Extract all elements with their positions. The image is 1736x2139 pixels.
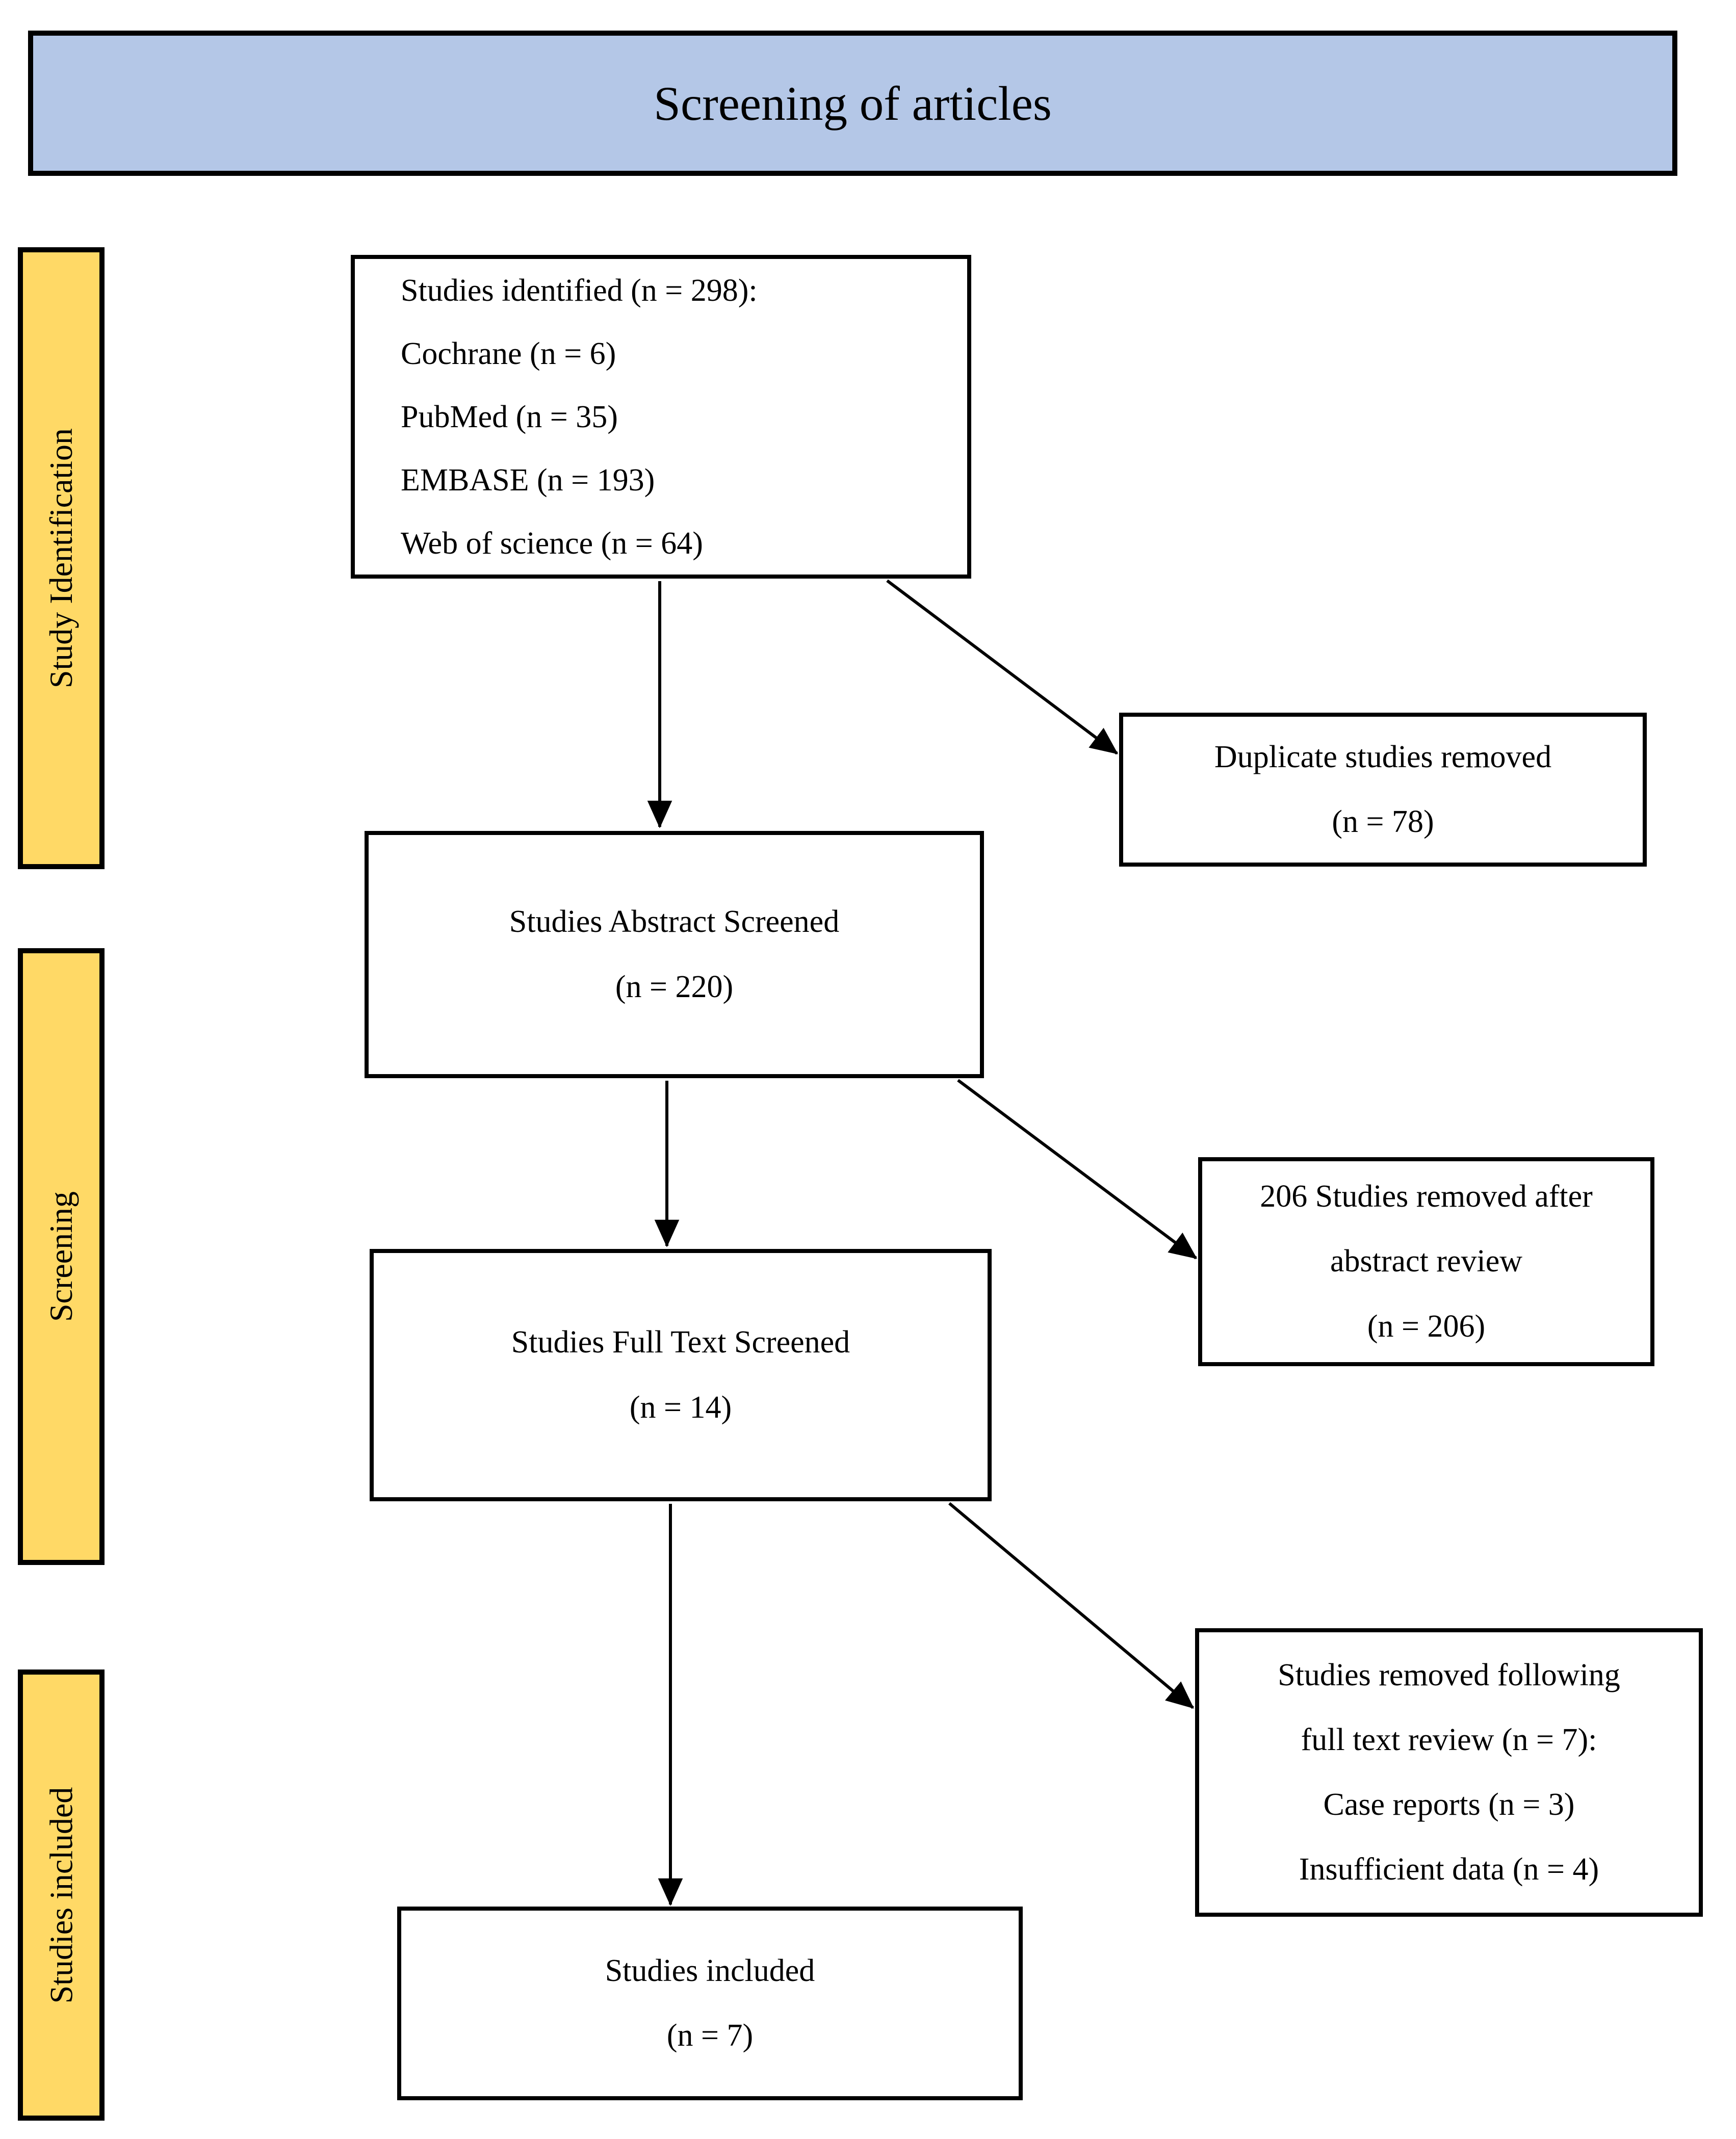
duplicates-removed-box: Duplicate studies removed (n = 78) [1119, 713, 1647, 867]
box-line: EMBASE (n = 193) [401, 462, 655, 498]
stage-label-screening: Screening [18, 948, 105, 1565]
box-line: Studies included [605, 1953, 815, 1988]
box-line: Studies Full Text Screened [511, 1325, 850, 1360]
box-line: Cochrane (n = 6) [401, 336, 616, 371]
box-line: Studies removed following [1278, 1657, 1620, 1692]
box-line: (n = 220) [615, 969, 734, 1004]
stage-label-text: Study Identification [43, 428, 79, 689]
box-line: (n = 14) [629, 1390, 732, 1425]
box-line: (n = 206) [1367, 1309, 1486, 1344]
studies-included-box: Studies included (n = 7) [397, 1907, 1023, 2100]
box-line: Case reports (n = 3) [1323, 1787, 1575, 1822]
box-line: full text review (n = 7): [1301, 1722, 1597, 1757]
stage-label-studies-included: Studies included [18, 1670, 105, 2121]
studies-identified-box: Studies identified (n = 298): Cochrane (… [351, 255, 971, 579]
box-line: (n = 78) [1332, 804, 1434, 839]
box-line: Web of science (n = 64) [401, 526, 703, 561]
stage-label-study-identification: Study Identification [18, 247, 105, 869]
stage-label-text: Studies included [43, 1787, 79, 2003]
fulltext-screened-box: Studies Full Text Screened (n = 14) [370, 1249, 992, 1501]
abstract-removed-box: 206 Studies removed after abstract revie… [1198, 1157, 1654, 1366]
abstract-screened-box: Studies Abstract Screened (n = 220) [365, 831, 984, 1078]
diagram-title: Screening of articles [654, 76, 1052, 131]
box-line: Studies identified (n = 298): [401, 273, 758, 308]
box-line: Studies Abstract Screened [509, 904, 840, 940]
box-line: 206 Studies removed after [1260, 1179, 1593, 1214]
box-line: Insufficient data (n = 4) [1299, 1852, 1599, 1887]
arrow-fulltext-screened-to-fulltext-removed [948, 1502, 1195, 1709]
diagram-title-banner: Screening of articles [28, 31, 1677, 176]
arrow-abstract-screened-to-abstract-removed [957, 1079, 1198, 1260]
stage-label-text: Screening [43, 1191, 79, 1322]
box-line: Duplicate studies removed [1214, 739, 1552, 774]
box-line: PubMed (n = 35) [401, 399, 618, 434]
box-line: abstract review [1330, 1244, 1522, 1279]
box-line: (n = 7) [666, 2018, 754, 2053]
fulltext-removed-box: Studies removed following full text revi… [1195, 1628, 1703, 1917]
arrow-identified-to-duplicates-removed [886, 579, 1119, 755]
